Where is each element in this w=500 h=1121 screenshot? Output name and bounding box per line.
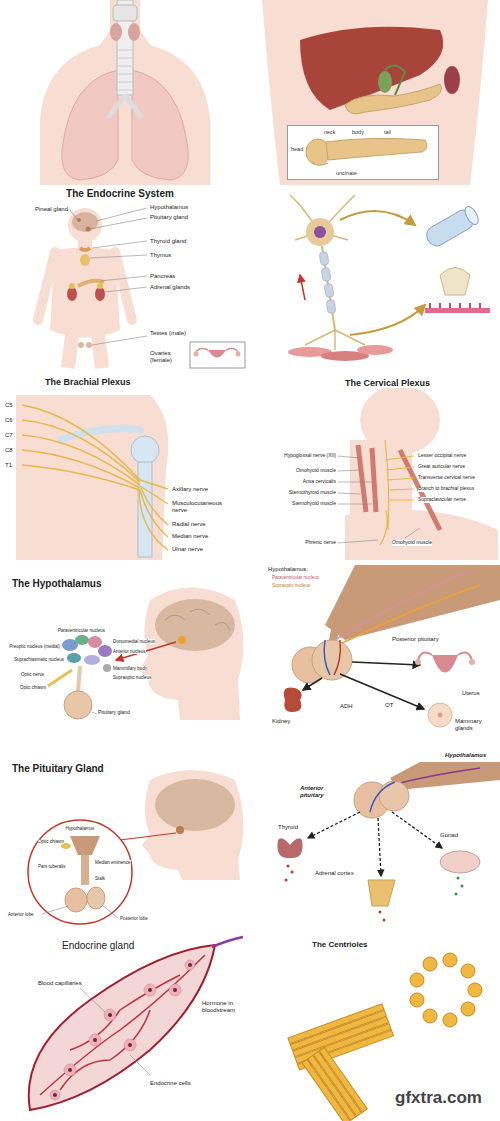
part-label: Median eminence [95, 860, 131, 865]
part-label: Omohyoid muscle [392, 540, 432, 546]
part-label: Optic chiasm [20, 685, 46, 690]
part-label: uncinate [336, 170, 357, 176]
part-label: Ansa cervicalis [303, 479, 336, 485]
part-label: Hypothalamus [150, 204, 188, 211]
part-label: neck [324, 129, 336, 135]
part-label: Great auricular nerve [418, 464, 465, 470]
part-label: Median nerve [172, 533, 208, 540]
part-label: Stalk [95, 876, 105, 881]
part-label: Blood capillaries [38, 980, 82, 987]
part-label: Hypoglossal nerve (XII) [284, 453, 336, 459]
part-label: Phrenic nerve [305, 540, 336, 546]
part-label: OT [385, 702, 393, 709]
part-label: Omohyoid muscle [296, 468, 336, 474]
part-label: Posterior pituitary [392, 636, 439, 643]
part-label: Paraventricular nucleus [272, 575, 319, 580]
panel-title: The Pituitary Gland [12, 763, 104, 775]
part-label: Adrenal glands [150, 284, 190, 291]
hypothalamus-figure [48, 588, 243, 721]
part-label: Mammary glands [455, 718, 495, 732]
part-label: Anterior lobe [8, 912, 34, 917]
panel-title: Endocrine gland [62, 940, 134, 952]
part-label: Paraventricular nucleus [58, 628, 105, 633]
centrioles-figure [288, 953, 482, 1121]
part-label: Mammillary body [113, 666, 147, 671]
part-label: Hypothalamus: [268, 566, 308, 573]
part-label: Branch to brachial plexus [418, 486, 474, 492]
anterior-pituitary-figure [277, 762, 500, 922]
part-label: Hormone in bloodstream [202, 1000, 247, 1014]
part-label: Thyroid [278, 824, 298, 831]
part-label: Thyroid gland [150, 238, 186, 245]
part-label: Optic chiasm [38, 839, 64, 844]
part-label: Ovaries (female) [150, 350, 186, 364]
part-label: Adrenal cortex [315, 870, 354, 877]
part-label: Hypothalamus [445, 752, 486, 759]
part-label: Dorsomedial nucleus [113, 639, 155, 644]
part-label: Musculocutaneous nerve [172, 500, 234, 514]
brachial-plexus-figure [16, 395, 168, 560]
panel-title: The Brachial Plexus [45, 377, 131, 387]
part-label: Ulnar nerve [172, 546, 203, 553]
part-label: Hypothalamus [66, 826, 95, 831]
part-label: body [352, 129, 364, 135]
part-label: Optic nerve [21, 672, 44, 677]
part-label: Axillary nerve [172, 486, 208, 493]
watermark: gfxtra.com [395, 1088, 482, 1108]
inset-box: head neck body tail uncinate [287, 125, 439, 180]
part-label: Uterus [462, 690, 480, 697]
part-label: Sternohyoid muscle [292, 501, 336, 507]
part-label: Kidney [272, 718, 290, 725]
part-label: ADH [340, 703, 353, 710]
part-label: Testes (male) [150, 330, 186, 337]
part-label: Endocrine cells [150, 1080, 191, 1087]
part-label: Anterior nucleus [113, 649, 146, 654]
pituitary-figure [28, 770, 243, 924]
cervical-plexus-figure [338, 385, 498, 560]
posterior-pituitary-figure [284, 565, 500, 727]
part-label: Pituitary gland [150, 214, 188, 221]
panel-title: The Cervical Plexus [345, 378, 430, 388]
part-label: C7 [5, 432, 13, 439]
part-label: Anterior pituitary [300, 785, 345, 799]
part-label: C8 [5, 447, 13, 454]
part-label: C6 [5, 417, 13, 424]
part-label: Preoptic nucleus (medial) [9, 644, 60, 649]
part-label: T1 [5, 462, 12, 469]
part-label: Supraclavicular nerve [418, 497, 466, 503]
part-label: Sternothyroid muscle [289, 490, 336, 496]
endocrine-gland-figure [29, 937, 243, 1110]
endocrine-figure [38, 208, 245, 368]
lungs-figure [40, 0, 210, 185]
part-label: tail [384, 129, 391, 135]
part-label: Supraoptic nucleus [272, 583, 310, 588]
part-label: Pineal gland [35, 206, 68, 213]
part-label: Pancreas [150, 273, 175, 280]
part-label: C5 [5, 402, 13, 409]
part-label: Pars tuberalis [38, 864, 66, 869]
part-label: Posterior lobe [120, 916, 148, 921]
panel-title: The Endocrine System [66, 188, 174, 200]
part-label: Lesser occipital nerve [418, 453, 466, 459]
abdomen-figure [262, 0, 488, 185]
part-label: Thymus [150, 252, 171, 259]
part-label: Supraoptic nucleus [113, 675, 151, 680]
part-label: Gonad [440, 832, 458, 839]
panel-title: The Centrioles [312, 940, 368, 949]
part-label: head [291, 146, 303, 152]
panel-title: The Hypothalamus [12, 578, 101, 590]
part-label: Transverse cervical nerve [418, 475, 475, 481]
part-label: Radial nerve [172, 521, 206, 528]
part-label: Suprachiasmatic nucleus [14, 657, 64, 662]
part-label: Pituitary gland [98, 710, 130, 716]
neuron-figure [288, 195, 490, 361]
